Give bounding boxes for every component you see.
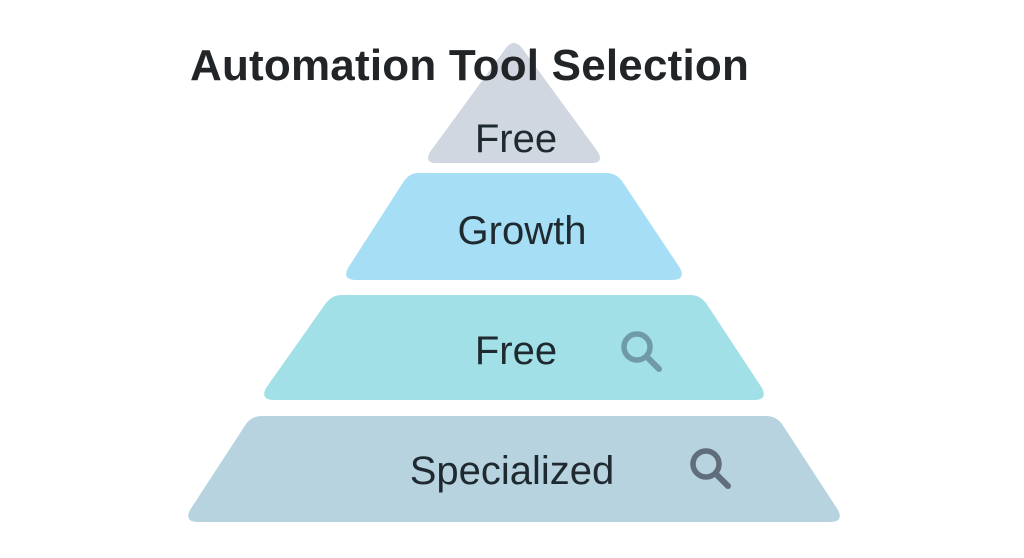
tier-2-label: Growth [457,209,587,253]
tier-3-shape [264,295,764,400]
tier-4-shape [188,416,840,522]
tier-1-label: Free [474,117,558,161]
diagram-title: Automation Tool Selection [190,41,750,90]
search-icon [613,323,669,379]
tier-2-shape [346,173,682,280]
search-icon [682,440,738,496]
tier-4-label: Specialized [409,449,615,493]
tier-3-label: Free [474,329,558,373]
tier-1-shape [428,43,600,163]
